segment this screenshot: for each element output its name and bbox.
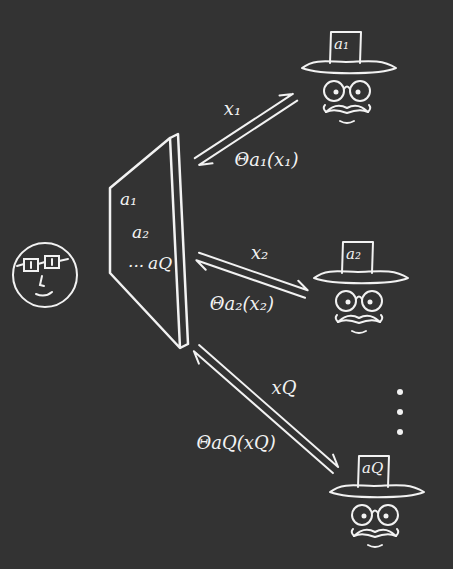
arrow-label: xQ: [270, 378, 299, 399]
board-entry: a₂: [132, 223, 149, 242]
ellipsis-dots: [397, 389, 403, 435]
hat-label: aQ: [362, 460, 383, 477]
board-entry: ...: [128, 252, 144, 271]
student-face: [13, 243, 77, 307]
arrow-label: Θa₁(x₁): [232, 150, 300, 171]
arrow-label: x₂: [249, 243, 270, 264]
board-entry: aQ: [148, 254, 172, 273]
oracle-node: a₁: [300, 28, 400, 128]
message-arrow: [196, 260, 305, 298]
arrow-label: ΘaQ(xQ): [195, 433, 278, 454]
oracle-figure: [330, 456, 424, 547]
oracle-figure: [314, 242, 408, 333]
board: [110, 134, 188, 348]
oracle-figure: [302, 32, 396, 123]
message-arrow: [194, 351, 333, 473]
hat-label: a₂: [346, 246, 361, 263]
arrow-label: Θa₂(x₂): [208, 294, 276, 315]
board-node: a₁ a₂...aQ: [106, 128, 192, 358]
message-arrow: [195, 94, 293, 158]
hat-label: a₁: [334, 36, 349, 53]
arrow-label: x₁: [222, 99, 243, 120]
oracle-node: a₂: [312, 238, 412, 338]
board-entry: a₁: [120, 190, 137, 209]
oracle-node: aQ: [328, 452, 428, 552]
